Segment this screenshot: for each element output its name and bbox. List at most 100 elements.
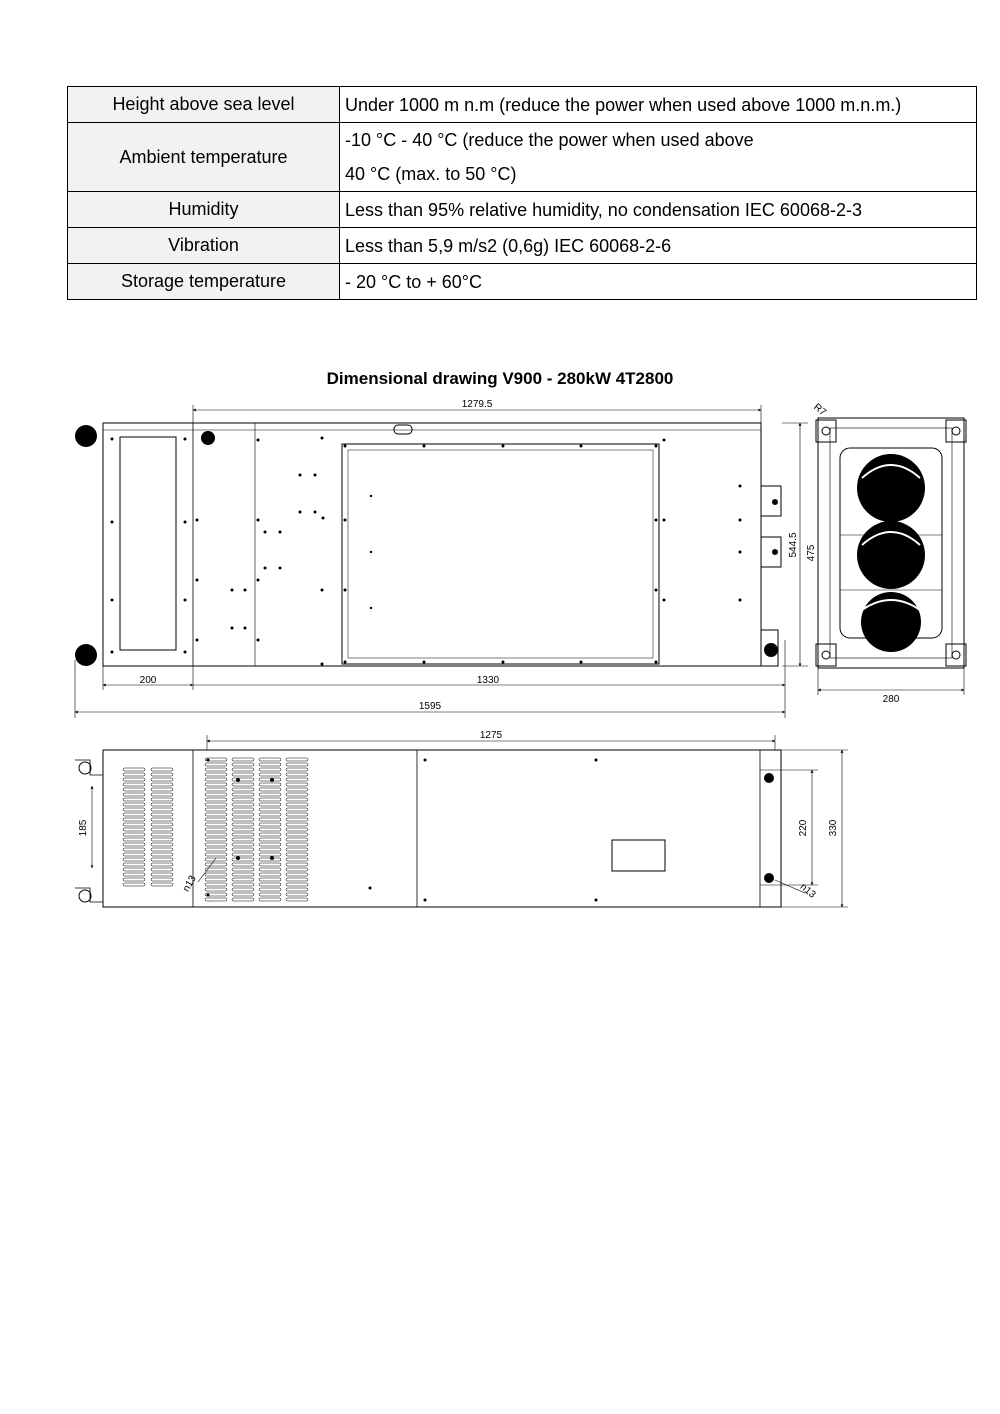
vent-slot (204, 877, 228, 882)
ventilation-grilles (122, 757, 309, 902)
vent-slot (204, 892, 228, 897)
vent-slot (231, 832, 255, 837)
dim-overall-length: 1595 (419, 701, 442, 712)
vent-slot (285, 767, 309, 772)
vent-slot (150, 867, 174, 872)
vent-slot (150, 857, 174, 862)
vent-slot (258, 872, 282, 877)
vent-slot (204, 802, 228, 807)
vent-slot (204, 832, 228, 837)
spec-parameter: Ambient temperature (67, 122, 340, 192)
dim-front-overall-height: 330 (828, 819, 839, 836)
top-view-dimension-lines (74, 405, 808, 718)
vent-slot (258, 862, 282, 867)
vent-slot (231, 787, 255, 792)
terminal-block-2 (760, 536, 782, 568)
top-view-outline (102, 422, 762, 667)
vent-slot (204, 792, 228, 797)
wheel-bottom-left (75, 644, 97, 666)
dim-overall-height: 475 (806, 544, 817, 561)
vent-slot (204, 827, 228, 832)
vent-slot (122, 827, 146, 832)
vent-slot (204, 842, 228, 847)
vent-slot (150, 792, 174, 797)
vent-slot (258, 827, 282, 832)
vent-slot (231, 837, 255, 842)
vent-slot (122, 872, 146, 877)
fan-top (857, 454, 925, 522)
vent-slot (122, 767, 146, 772)
vent-slot (122, 857, 146, 862)
spec-value-line: -10 °C - 40 °C (reduce the power when us… (345, 130, 754, 150)
vent-slot (150, 767, 174, 772)
dim-front-width: 1275 (480, 730, 503, 741)
vent-slot (258, 772, 282, 777)
vent-slot (231, 862, 255, 867)
top-view-screws (110, 436, 742, 666)
vent-slot (231, 767, 255, 772)
dim-side-width: 280 (883, 694, 900, 705)
vent-slot (150, 797, 174, 802)
vent-slot (231, 782, 255, 787)
vent-slot (258, 877, 282, 882)
vent-slot (204, 787, 228, 792)
vent-slot (285, 812, 309, 817)
vent-slot (150, 882, 174, 887)
top-view-wheels (75, 425, 778, 666)
vent-slot (150, 777, 174, 782)
dim-front-left-height: 185 (78, 819, 89, 836)
vent-slot (258, 812, 282, 817)
vent-slot (258, 787, 282, 792)
vent-slot (231, 762, 255, 767)
vent-slot (204, 777, 228, 782)
vent-slot (258, 832, 282, 837)
vent-slot (258, 867, 282, 872)
wheel-top-left (75, 425, 97, 447)
vent-slot (285, 887, 309, 892)
vent-slot (285, 772, 309, 777)
vent-slot (258, 807, 282, 812)
vent-slot (231, 772, 255, 777)
drawing-title: Dimensional drawing V900 - 280kW 4T2800 (326, 369, 674, 388)
vent-slot (231, 892, 255, 897)
fan-bottom (861, 592, 921, 652)
vent-slot (204, 887, 228, 892)
front-view-marks (206, 758, 774, 902)
vent-slot (285, 817, 309, 822)
terminal-block-1 (760, 485, 782, 517)
vent-slot (231, 812, 255, 817)
vent-slot (150, 782, 174, 787)
dim-inner-height: 544.5 (788, 532, 799, 557)
vent-slot (258, 852, 282, 857)
vent-slot (122, 792, 146, 797)
vent-slot (285, 847, 309, 852)
vent-slot (231, 847, 255, 852)
vent-slot (231, 872, 255, 877)
spec-row: Ambient temperature-10 °C - 40 °C (reduc… (67, 122, 977, 192)
cable-slot (393, 424, 413, 435)
vent-slot (231, 797, 255, 802)
vent-slot (150, 812, 174, 817)
vent-slot (231, 817, 255, 822)
vent-slot (204, 837, 228, 842)
vent-slot (285, 827, 309, 832)
vent-slot (204, 812, 228, 817)
vent-slot (122, 772, 146, 777)
vent-slot (231, 842, 255, 847)
vent-slot (285, 757, 309, 762)
vent-slot (285, 792, 309, 797)
vent-slot (231, 877, 255, 882)
vent-slot (285, 897, 309, 902)
left-compartment (119, 436, 177, 651)
lifting-hole-top (201, 431, 215, 445)
spec-value-line: 40 °C (max. to 50 °C) (345, 164, 517, 184)
vent-slot (122, 847, 146, 852)
vent-slot (258, 882, 282, 887)
vent-slot (285, 892, 309, 897)
spec-parameter: Height above sea level (67, 86, 340, 123)
vent-slot (285, 872, 309, 877)
vent-slot (285, 782, 309, 787)
vent-slot (150, 852, 174, 857)
vent-slot (122, 787, 146, 792)
